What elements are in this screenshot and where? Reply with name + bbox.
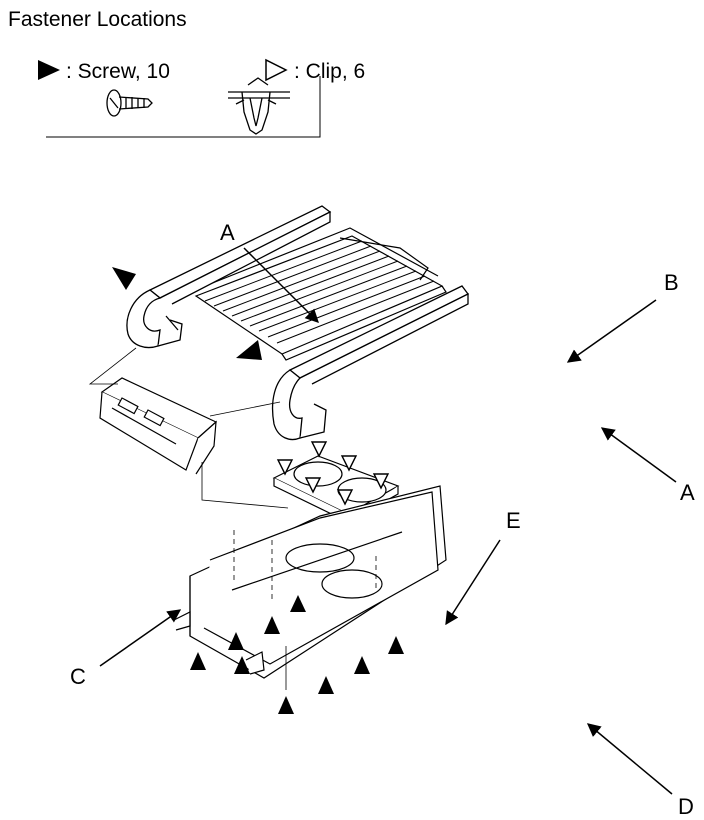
screw-marker [190,652,206,670]
view-arrows [99,247,677,795]
screw-legend-marker [38,60,60,80]
screw-marker [264,616,280,634]
screw-marker [112,267,136,290]
vent-grille [194,227,447,361]
screw-marker [228,632,244,650]
screw-marker [234,656,250,674]
clip-marker [336,489,354,506]
callout-e: E [506,508,521,533]
legend-bracket [46,76,321,138]
callout-c: C [70,664,86,689]
view-arrow-a-right [600,427,677,483]
screw-marker [290,595,306,612]
screw-marker [236,340,262,360]
callout-labels: A B A E C D [70,220,695,819]
view-arrow-c [99,609,182,667]
callout-d: D [678,794,694,819]
console-base [173,485,447,679]
clip-marker [304,477,322,494]
cup-holder [272,455,400,523]
callout-a-top: A [220,220,235,245]
callout-a-right: A [680,480,695,505]
screw-markers [112,267,404,714]
clip-icon [228,77,290,135]
clip-legend-marker [265,58,288,82]
connector-lines [88,347,377,690]
front-rail [271,285,469,441]
legend: : Screw, 10 : Clip, 6 [38,58,365,138]
screw-icon [106,89,153,117]
callout-b: B [664,270,679,295]
screw-marker [278,696,294,714]
view-arrow-a-top [243,247,319,323]
view-arrow-b [566,299,657,363]
view-arrow-e [445,539,501,626]
screw-marker [388,636,404,654]
clip-marker [276,459,294,476]
clip-legend-label: : Clip, 6 [294,60,365,83]
screw-marker [318,676,334,694]
clip-marker [372,473,390,490]
page-title: Fastener Locations [8,8,187,31]
view-arrow-d [586,723,673,795]
clip-marker [310,441,328,458]
clip-marker [340,455,358,472]
control-unit [99,377,218,475]
rear-rail [126,205,332,349]
clip-markers [276,441,390,506]
screw-marker [354,656,370,674]
screw-legend-label: : Screw, 10 [66,60,170,83]
